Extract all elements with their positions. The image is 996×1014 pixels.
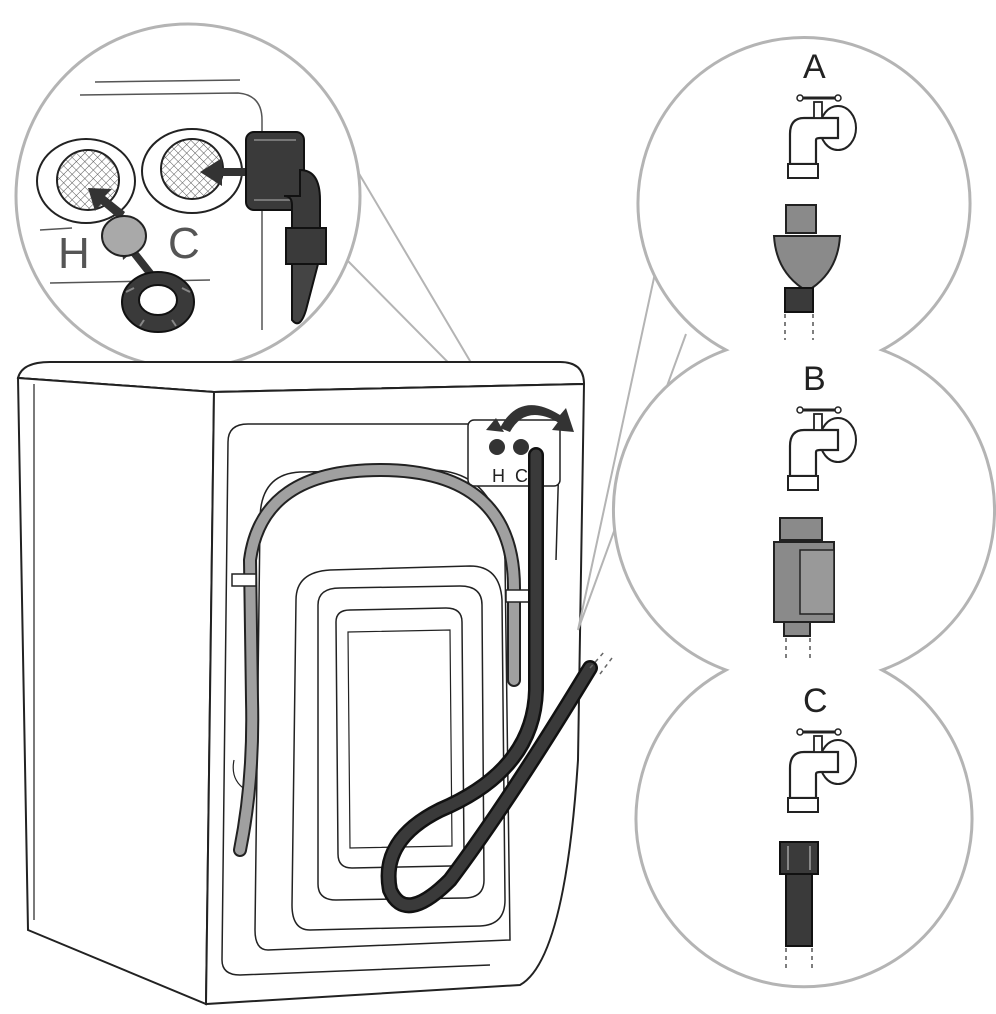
- machine-back-panel: [204, 382, 586, 1006]
- rotate-arrow: [500, 405, 574, 432]
- zoom-label-hot: H: [58, 229, 90, 278]
- machine-side: [16, 376, 216, 1006]
- variant-b-label: B: [803, 360, 826, 398]
- plain-hose-nut: [779, 841, 819, 972]
- machine-top: [16, 361, 586, 394]
- hose-clip-left: [231, 573, 257, 587]
- hose-nut: [121, 271, 195, 333]
- variant-c: C: [779, 682, 858, 972]
- machine-label-cold: C: [515, 466, 528, 486]
- tap-variants-callout: A B C: [577, 36, 996, 989]
- arrow-into-hot-a: [88, 188, 125, 220]
- cold-hose-elbow: [245, 131, 327, 325]
- inlet-panel: [467, 419, 561, 487]
- cold-inlet-filter: [141, 128, 243, 214]
- aquastop-adapter: [773, 517, 835, 660]
- machine-label-hot: H: [492, 466, 505, 486]
- connection-zoom-callout: H C: [14, 22, 506, 421]
- variant-a: A: [772, 48, 858, 340]
- variant-c-label: C: [803, 682, 828, 720]
- rubber-washer: [101, 215, 147, 257]
- arrow-into-cold: [200, 158, 250, 186]
- variant-a-label: A: [803, 48, 826, 86]
- variant-b: B: [773, 360, 858, 660]
- callout-outline: [612, 36, 996, 989]
- hose-clip-right: [505, 589, 531, 603]
- rotate-arrow-left: [486, 418, 504, 432]
- cold-inlet: [513, 439, 529, 455]
- zoom-label-cold: C: [168, 219, 200, 268]
- flow-stop-adapter: [772, 204, 842, 340]
- hot-inlet: [489, 439, 505, 455]
- washing-machine: H C: [16, 361, 613, 1006]
